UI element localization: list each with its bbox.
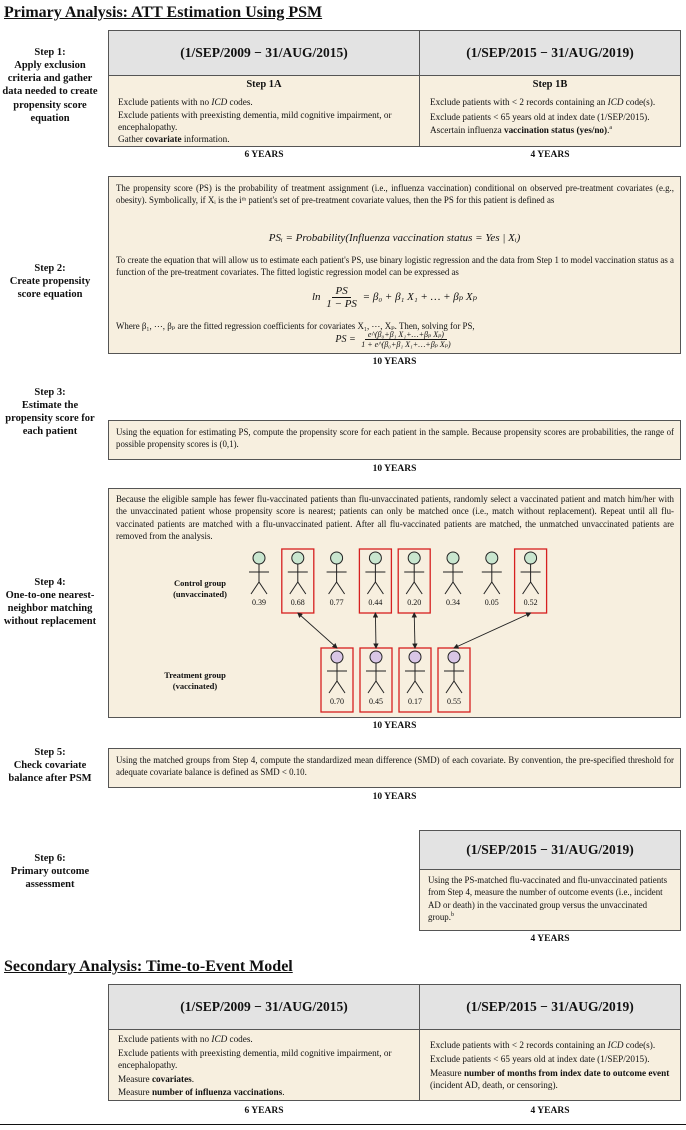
secondary-b-duration: 4 YEARS xyxy=(530,1106,570,1116)
step5-duration: 10 YEARS xyxy=(372,792,417,802)
control-group-label: Control group (unvaccinated) xyxy=(173,578,227,599)
step3-label: Step 3: Estimate the propensity score fo… xyxy=(5,387,95,438)
treatment-group-label: Treatment group (vaccinated) xyxy=(164,670,226,691)
step1a-line1: Exclude patients with no ICD codes. xyxy=(118,97,253,107)
step1a-line3: Gather covariate information. xyxy=(118,134,230,144)
step2-paragraph1: The propensity score (PS) is the probabi… xyxy=(116,183,674,206)
step2-equation3: PS = e^(β₀+β₁ X₁+…+βₚ Xₚ)1 + e^(β₀+β₁ X₁… xyxy=(335,330,451,349)
step2-equation1: PSᵢ = Probability(Influenza vaccination … xyxy=(268,232,521,244)
secondary-analysis-title: Secondary Analysis: Time-to-Event Model xyxy=(4,958,293,975)
primary-analysis-title: Primary Analysis: ATT Estimation Using P… xyxy=(4,4,323,21)
secondary-a-line3: Measure covariates. xyxy=(118,1074,195,1084)
step2-duration: 10 YEARS xyxy=(372,357,417,367)
secondary-a-line1: Exclude patients with no ICD codes. xyxy=(118,1034,253,1044)
step4-paragraph: Because the eligible sample has fewer fl… xyxy=(116,494,674,542)
step5-paragraph: Using the matched groups from Step 4, co… xyxy=(116,755,674,778)
step3-paragraph: Using the equation for estimating PS, co… xyxy=(116,427,674,450)
step1-label: Step 1: Apply exclusion criteria and gat… xyxy=(2,47,98,124)
step4-label: Step 4: One-to-one nearest-neighbor matc… xyxy=(3,577,97,628)
step1a-duration: 6 YEARS xyxy=(244,150,284,160)
step6-panel xyxy=(419,869,681,931)
secondary-header-a: (1/SEP/2009 − 31/AUG/2015) xyxy=(108,984,420,1030)
step2-panel xyxy=(108,176,681,354)
bottom-rule xyxy=(0,1124,686,1125)
step2-label: Step 2: Create propensity score equation xyxy=(9,263,91,301)
step5-panel xyxy=(108,748,681,788)
step2-paragraph3: Where β₁, ⋯, βₚ are the fitted regressio… xyxy=(116,321,475,331)
step6-label: Step 6: Primary outcome assessment xyxy=(10,853,90,891)
step1b-line1: Exclude patients with < 2 records contai… xyxy=(430,97,656,107)
step6-paragraph: Using the PS-matched flu-vaccinated and … xyxy=(428,875,668,923)
step1b-title: Step 1B xyxy=(532,79,568,90)
secondary-b-line1: Exclude patients with < 2 records contai… xyxy=(430,1040,656,1050)
step6-duration: 4 YEARS xyxy=(530,934,570,944)
step1a-title: Step 1A xyxy=(246,79,282,90)
step1b-panel xyxy=(419,75,681,147)
secondary-b-line3: Measure number of months from index date… xyxy=(430,1068,670,1091)
step5-label: Step 5: Check covariate balance after PS… xyxy=(8,747,92,785)
step2-paragraph2: To create the equation that will allow u… xyxy=(116,255,674,278)
secondary-a-line4: Measure number of influenza vaccinations… xyxy=(118,1087,285,1097)
secondary-b-line2: Exclude patients < 65 years old at index… xyxy=(430,1054,650,1064)
step4-duration: 10 YEARS xyxy=(372,721,417,731)
step1b-duration: 4 YEARS xyxy=(530,150,570,160)
secondary-header-b: (1/SEP/2015 − 31/AUG/2019) xyxy=(419,984,681,1030)
secondary-panel-a xyxy=(108,1029,420,1101)
step1a-panel xyxy=(108,75,420,147)
step1-header-b: (1/SEP/2015 − 31/AUG/2019) xyxy=(419,30,681,76)
step1b-line3: Ascertain influenza vaccination status (… xyxy=(430,125,613,136)
secondary-panel-b xyxy=(419,1029,681,1101)
secondary-a-duration: 6 YEARS xyxy=(244,1106,284,1116)
step3-panel xyxy=(108,420,681,460)
step6-header: (1/SEP/2015 − 31/AUG/2019) xyxy=(419,830,681,870)
secondary-a-line2: Exclude patients with preexisting dement… xyxy=(118,1048,392,1071)
step4-panel xyxy=(108,488,681,718)
step3-duration: 10 YEARS xyxy=(372,464,417,474)
step1a-line2: Exclude patients with preexisting dement… xyxy=(118,110,392,133)
step1b-line2: Exclude patients < 65 years old at index… xyxy=(430,112,650,122)
step1-header-a: (1/SEP/2009 − 31/AUG/2015) xyxy=(108,30,420,76)
